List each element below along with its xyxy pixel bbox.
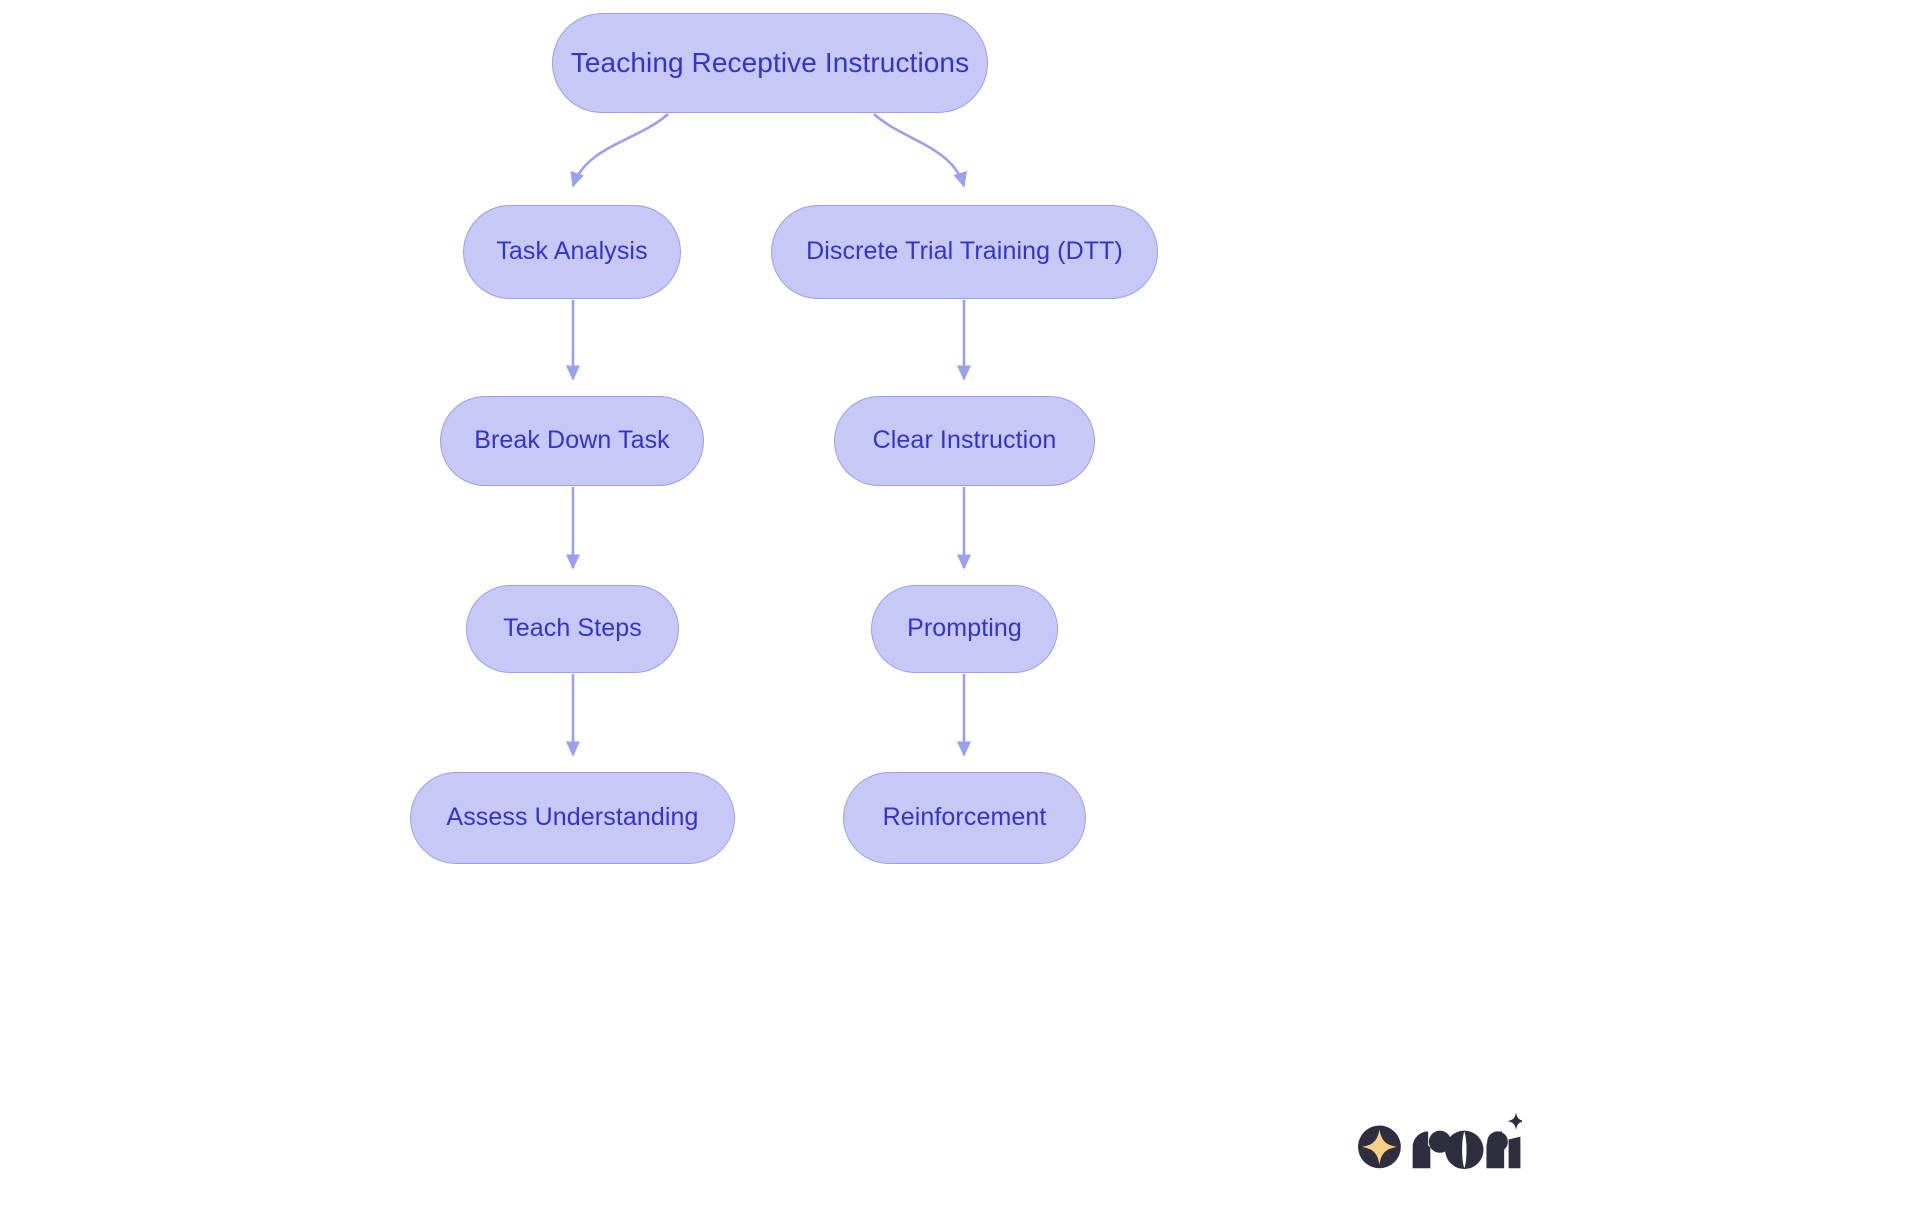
logo-letter-r2-dot bbox=[1487, 1131, 1508, 1153]
node-label: Teach Steps bbox=[503, 614, 642, 643]
node-label: Teaching Receptive Instructions bbox=[570, 46, 970, 78]
node-label: Assess Understanding bbox=[446, 803, 699, 832]
flow-node-break-down-task[interactable]: Break Down Task bbox=[440, 396, 704, 486]
node-label: Clear Instruction bbox=[872, 426, 1057, 455]
flow-node-prompting[interactable]: Prompting bbox=[871, 585, 1058, 673]
node-label: Discrete Trial Training (DTT) bbox=[806, 237, 1123, 266]
flow-node-assess-understanding[interactable]: Assess Understanding bbox=[410, 772, 735, 864]
logo-star-icon bbox=[1361, 1129, 1398, 1165]
edge-root-to-dtt bbox=[873, 113, 967, 188]
logo-letter-i bbox=[1508, 1136, 1521, 1169]
node-label: Task Analysis bbox=[496, 237, 648, 266]
flow-node-teaching-receptive-instructions[interactable]: Teaching Receptive Instructions bbox=[552, 13, 988, 113]
flow-node-task-analysis[interactable]: Task Analysis bbox=[463, 205, 681, 299]
node-label: Break Down Task bbox=[474, 426, 670, 455]
flow-node-teach-steps[interactable]: Teach Steps bbox=[466, 585, 679, 673]
flow-node-discrete-trial-training[interactable]: Discrete Trial Training (DTT) bbox=[771, 205, 1158, 299]
flow-node-reinforcement[interactable]: Reinforcement bbox=[843, 772, 1086, 864]
node-label: Reinforcement bbox=[882, 803, 1047, 832]
logo-letter-o-slit bbox=[1462, 1131, 1467, 1169]
node-label: Prompting bbox=[907, 614, 1022, 643]
logo-sparkle-icon bbox=[1507, 1112, 1522, 1130]
logo-letter-r1 bbox=[1412, 1131, 1431, 1169]
flow-node-clear-instruction[interactable]: Clear Instruction bbox=[834, 396, 1095, 486]
edge-root-to-task bbox=[570, 113, 669, 188]
rori-logo bbox=[1358, 1112, 1522, 1170]
